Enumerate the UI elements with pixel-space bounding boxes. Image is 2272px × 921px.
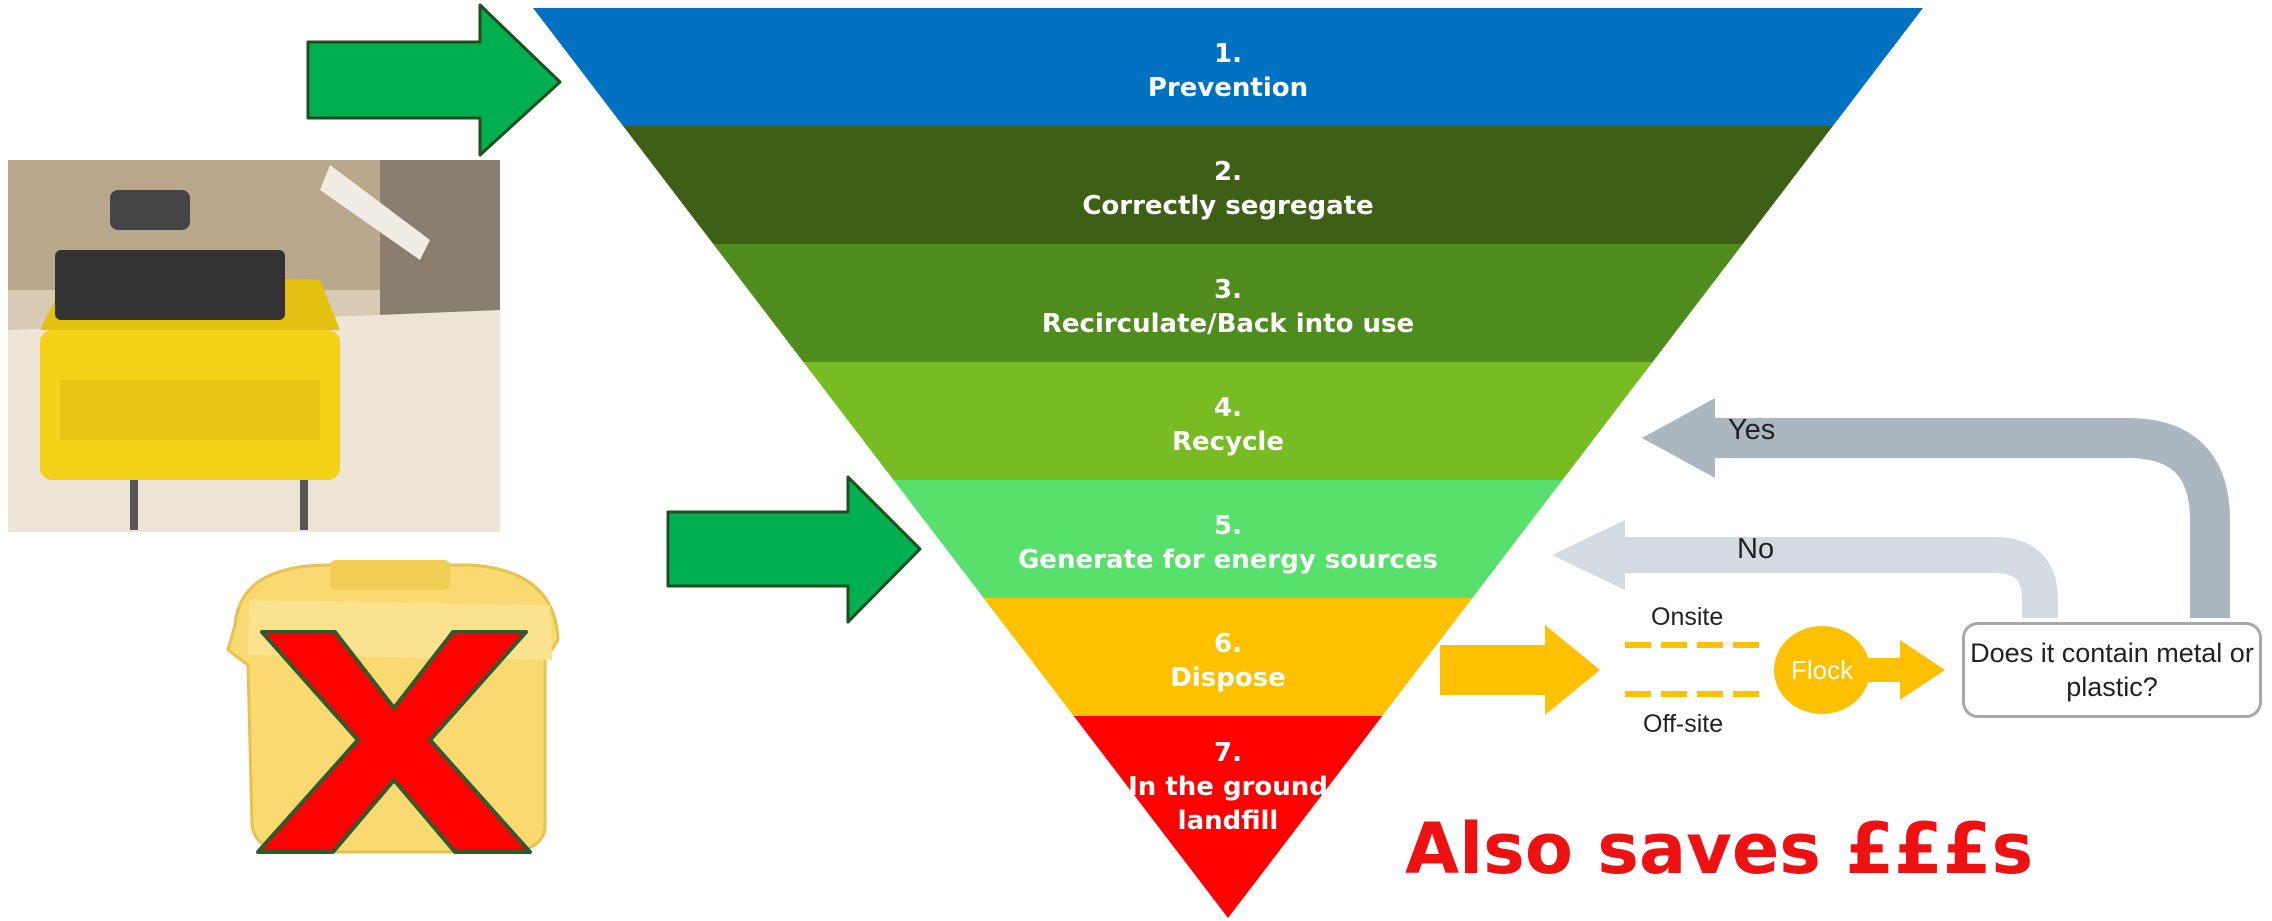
tier-number: 6. [1214, 629, 1242, 659]
no-return-arrow [1552, 520, 2058, 618]
tier-7 [1073, 716, 1383, 918]
green-arrow-top [306, 3, 562, 157]
tier-label-5: 5. Generate for energy sources [908, 509, 1548, 577]
tier-label-3: 3. Recirculate/Back into use [908, 273, 1548, 341]
onsite-label: Onsite [1651, 603, 1724, 631]
tier-label-1: 1. Prevention [908, 37, 1548, 105]
tier-number: 3. [1214, 275, 1242, 305]
tier-text: landfill [1177, 806, 1279, 836]
hierarchy-pyramid [533, 8, 1923, 918]
flock-to-question-arrow [1868, 640, 1945, 700]
tier-text: Recirculate/Back into use [1041, 309, 1415, 339]
yes-label: Yes [1728, 414, 1776, 446]
tier-6 [983, 598, 1473, 716]
dispose-flow-arrow [1440, 625, 1765, 715]
tier-text: Correctly segregate [1082, 191, 1374, 221]
offsite-label: Off-site [1643, 710, 1724, 738]
tier-number: 4. [1214, 393, 1242, 423]
tier-number: 2. [1214, 157, 1242, 187]
tier-number: 7. [1214, 738, 1242, 768]
tier-number: 5. [1214, 511, 1242, 541]
tier-text: In the ground [1128, 772, 1328, 802]
tier-text: Dispose [1170, 663, 1286, 693]
flock-node [1774, 626, 1870, 714]
no-label: No [1737, 533, 1775, 565]
tier-text: Generate for energy sources [1017, 545, 1439, 575]
tier-2 [623, 126, 1833, 244]
tier-text: Recycle [1172, 427, 1284, 457]
tier-text: Prevention [1147, 73, 1309, 103]
red-cross-icon [256, 630, 532, 854]
question-text: Does it contain metal or plastic? [1970, 638, 2254, 702]
yes-return-arrow [1642, 398, 2230, 618]
tier-label-2: 2. Correctly segregate [908, 155, 1548, 223]
tier-1 [533, 8, 1923, 126]
tier-label-6: 6. Dispose [908, 627, 1548, 695]
sharps-box-photo [8, 160, 500, 532]
saves-text: Also saves £££s [1405, 808, 2034, 890]
tier-3 [713, 244, 1743, 362]
green-arrow-middle [666, 475, 922, 624]
tier-label-4: 4. Recycle [908, 391, 1548, 459]
tier-5 [893, 480, 1563, 598]
tier-label-7: 7. In the ground landfill [908, 736, 1548, 838]
tier-4 [803, 362, 1653, 480]
question-box: Does it contain metal or plastic? [1962, 622, 2262, 718]
flock-label: Flock [1791, 655, 1854, 685]
tier-number: 1. [1214, 39, 1242, 69]
